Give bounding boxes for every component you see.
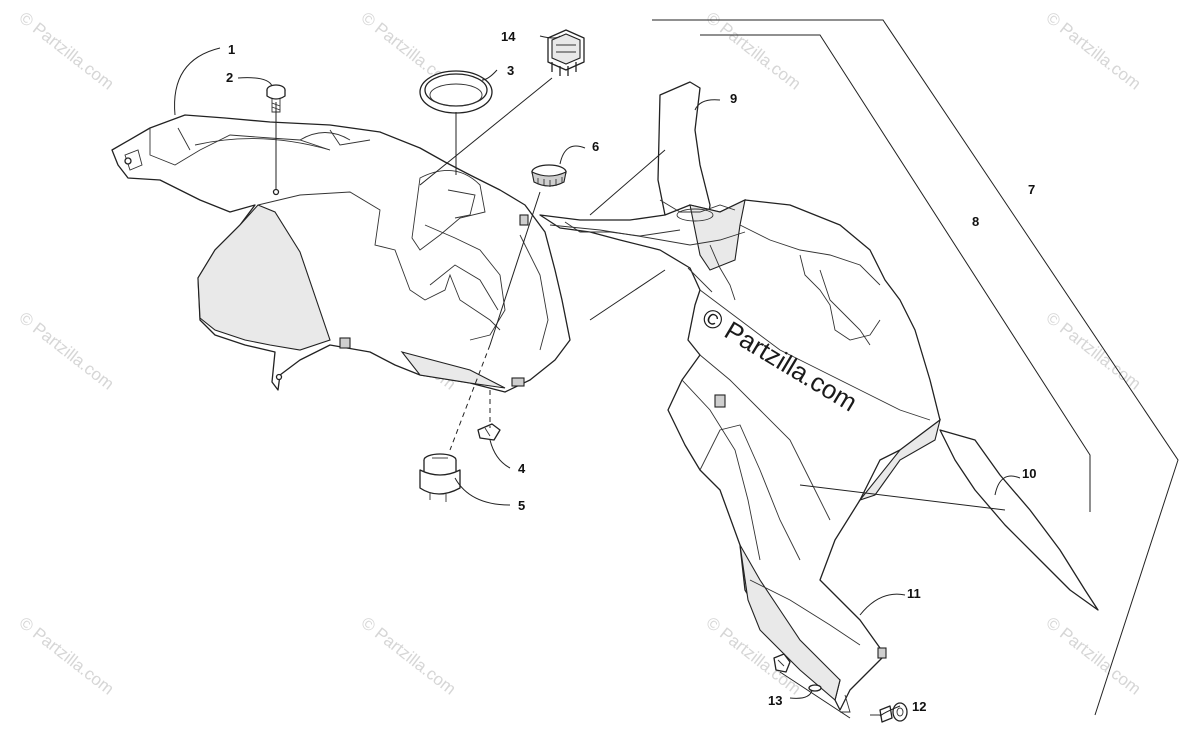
screw-part-2: [266, 84, 286, 113]
ignition-switch-part-5: [419, 453, 461, 502]
callout-11: 11: [907, 586, 921, 601]
watermark: © Partzilla.com: [358, 613, 460, 699]
watermark: © Partzilla.com: [1043, 8, 1145, 94]
watermark: © Partzilla.com: [16, 308, 118, 394]
callout-6: 6: [592, 139, 599, 154]
ring-part-3: [419, 70, 493, 114]
callouts: 1 2 3 4 5 6 7 8 9 10 11 12 13 14: [226, 29, 1036, 714]
retainer-part-13: [773, 653, 822, 692]
decal-part-10: [939, 429, 1099, 611]
watermark: © Partzilla.com: [16, 613, 118, 699]
callout-13: 13: [768, 693, 782, 708]
callout-9: 9: [730, 91, 737, 106]
callout-1: 1: [228, 42, 235, 57]
watermark: © Partzilla.com: [703, 8, 805, 94]
callout-4: 4: [518, 461, 526, 476]
callout-3: 3: [507, 63, 514, 78]
callout-5: 5: [518, 498, 525, 513]
callout-12: 12: [912, 699, 926, 714]
bracket-7: [652, 19, 1179, 716]
right-side-panel: [539, 199, 941, 713]
watermark: © Partzilla.com: [16, 8, 118, 94]
watermark: © Partzilla.com: [1043, 613, 1145, 699]
watermark-layer: © Partzilla.com © Partzilla.com © Partzi…: [16, 8, 1145, 699]
left-console-cover: [111, 114, 571, 393]
fastener-part-12: [870, 702, 908, 723]
decal-part-9: [657, 81, 711, 221]
watermark: © Partzilla.com: [1043, 308, 1145, 394]
bracket-8: [700, 34, 1091, 512]
rocker-switch-part-14: [547, 29, 585, 76]
callout-2: 2: [226, 70, 233, 85]
callout-7: 7: [1028, 182, 1035, 197]
leader-lines: [174, 35, 1021, 719]
clip-part-4: [477, 423, 501, 441]
callout-8: 8: [972, 214, 979, 229]
callout-10: 10: [1022, 466, 1036, 481]
knob-part-6: [531, 164, 567, 187]
callout-14: 14: [501, 29, 516, 44]
